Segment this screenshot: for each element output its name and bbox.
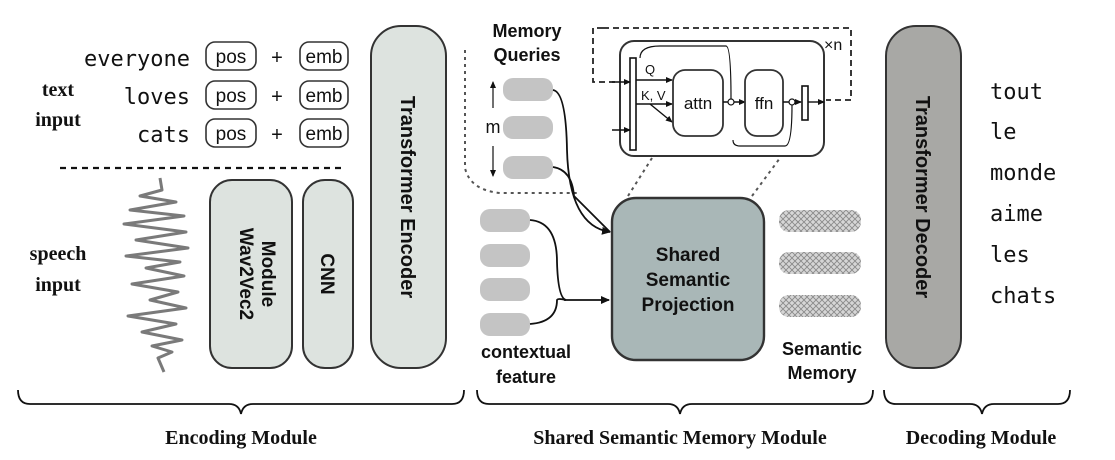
semantic-memory-line1: Semantic — [782, 339, 862, 359]
module-labels: Encoding Module Shared Semantic Memory M… — [165, 427, 1056, 449]
wav2vec2-label: Wav2Vec2 — [235, 228, 256, 320]
ffn-label: ffn — [755, 94, 774, 113]
ffn-box — [744, 69, 784, 137]
projection-line3: Projection — [642, 295, 735, 316]
residual-add-icon — [788, 98, 796, 106]
memory-query-slot — [503, 156, 553, 179]
residual-add-icon — [727, 98, 735, 106]
shared-semantic-projection-box — [610, 196, 766, 362]
emb-label: emb — [306, 86, 343, 107]
contextual-line2: feature — [496, 367, 556, 387]
contextual-feature-slot — [480, 278, 530, 301]
pos-box — [205, 118, 257, 148]
transformer-encoder-label: Transformer Encoder — [396, 96, 418, 299]
attention-block-inset: ×n Q K, V attn ffn — [592, 27, 852, 157]
contextual-feature-slot — [480, 244, 530, 267]
zoom-connector — [751, 157, 781, 197]
cnn-label: CNN — [316, 253, 337, 294]
pos-label: pos — [216, 124, 247, 145]
output-word: tout — [990, 80, 1043, 105]
pos-box — [205, 80, 257, 110]
input-word: cats — [137, 123, 190, 148]
text-input-label: text input — [35, 79, 81, 131]
plus-sign: + — [271, 86, 283, 108]
residual-bar — [629, 57, 637, 151]
pos-label: pos — [216, 86, 247, 107]
output-word: les — [990, 243, 1030, 268]
m-label: m — [486, 117, 501, 137]
contextual-feature-slot — [480, 313, 530, 336]
q-label: Q — [645, 62, 655, 77]
attn-label: attn — [684, 94, 712, 113]
output-bar — [801, 85, 809, 121]
contextual-feature-label: contextual feature — [481, 342, 571, 387]
kv-label: K, V — [641, 88, 666, 103]
projection-line2: Semantic — [646, 270, 731, 291]
semantic-memory-slot — [779, 252, 861, 274]
query-arrow — [552, 166, 611, 233]
transformer-decoder-label: Transformer Decoder — [911, 96, 933, 299]
output-word: monde — [990, 161, 1056, 186]
waveform-icon — [122, 177, 190, 373]
input-word: loves — [124, 85, 190, 110]
kv-arrow — [649, 103, 673, 123]
residual-connection — [732, 104, 793, 147]
shared-memory-module-label: Shared Semantic Memory Module — [533, 427, 827, 449]
encoding-module-brace — [17, 389, 465, 415]
encoding-module-label: Encoding Module — [165, 427, 317, 449]
pos-label: pos — [216, 47, 247, 68]
attn-box — [672, 69, 724, 137]
plus-sign: + — [271, 47, 283, 69]
contextual-line1: contextual — [481, 342, 571, 362]
memory-query-slot — [503, 78, 553, 101]
contextual-feature-slot — [480, 209, 530, 232]
emb-box — [299, 41, 349, 71]
emb-box — [299, 80, 349, 110]
zoom-connector — [627, 157, 653, 197]
semantic-memory-slot — [779, 295, 861, 317]
output-words: tout le monde aime les chats — [990, 80, 1056, 309]
semantic-memory-label: Semantic Memory — [782, 339, 862, 383]
speech-input-label-line2: input — [35, 274, 81, 296]
repeat-loop-dashed — [603, 27, 852, 101]
speech-input-label: speech input — [30, 243, 87, 296]
text-token-rows: everyone pos + emb loves pos + emb cats … — [84, 41, 349, 148]
memory-query-slot — [503, 116, 553, 139]
projection-line1: Shared — [656, 245, 720, 266]
transformer-decoder-box — [885, 25, 962, 369]
output-word: le — [990, 120, 1017, 145]
memory-queries-line2: Queries — [493, 45, 560, 65]
decoding-module-label: Decoding Module — [906, 427, 1057, 449]
cnn-box — [302, 179, 354, 369]
residual-connection — [639, 45, 732, 100]
emb-label: emb — [306, 124, 343, 145]
projection-label: Shared Semantic Projection — [642, 245, 735, 316]
text-input-label-line1: text — [42, 79, 75, 101]
contextual-arrow — [529, 298, 567, 325]
semantic-memory-slot — [779, 210, 861, 232]
semantic-memory-line2: Memory — [787, 363, 856, 383]
plus-sign: + — [271, 124, 283, 146]
memory-queries-line1: Memory — [492, 21, 561, 41]
speech-input-label-line1: speech — [30, 243, 87, 265]
emb-label: emb — [306, 47, 343, 68]
memory-module-brace — [476, 389, 874, 415]
memory-queries-label: Memory Queries — [492, 21, 561, 65]
decoding-module-brace — [883, 389, 1071, 415]
pos-box — [205, 41, 257, 71]
transformer-encoder-box — [370, 25, 447, 369]
contextual-arrow — [529, 219, 567, 301]
query-arrow — [552, 89, 611, 235]
emb-box — [299, 118, 349, 148]
output-word: aime — [990, 202, 1043, 227]
output-word: chats — [990, 284, 1056, 309]
wav2vec2-label-module: Module — [257, 241, 278, 308]
repeat-loop-dashed — [592, 27, 618, 83]
input-word: everyone — [84, 47, 190, 72]
text-input-label-line2: input — [35, 109, 81, 131]
wav2vec2-module-box — [209, 179, 293, 369]
repeat-label: ×n — [824, 37, 842, 54]
